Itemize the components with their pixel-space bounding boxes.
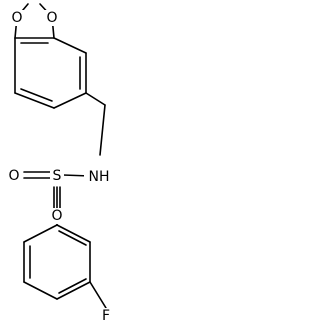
bond-ring-ch2 xyxy=(85,92,106,106)
bond-ring1-d xyxy=(53,92,87,109)
bond-ring1-e-double xyxy=(20,88,53,102)
oxygen-atom-sulfonyl-left: O xyxy=(8,168,19,184)
bond-ch2-n xyxy=(99,104,106,156)
nitrogen-atom: NH xyxy=(89,169,110,185)
bond-ring1-b xyxy=(53,37,87,54)
bond-c-f xyxy=(89,281,107,309)
fluorine-atom: F xyxy=(102,308,110,324)
oxygen-atom-top-right: O xyxy=(46,10,57,26)
bond-ring2-a xyxy=(56,224,91,243)
oxygen-atom-top-left: O xyxy=(11,10,22,26)
bond-ring2-c xyxy=(56,281,91,300)
bond-ring2-f xyxy=(23,224,58,243)
bond-ring2-c-double xyxy=(58,278,87,294)
sulfur-atom: S xyxy=(53,168,62,184)
bond-ring2-a-double xyxy=(58,230,87,246)
oxygen-atom-sulfonyl-bottom: O xyxy=(51,208,62,224)
bond-ring2-d xyxy=(23,281,58,300)
molecule-structure: O O NH S O O F xyxy=(6,3,114,324)
bond-ring1-e xyxy=(14,92,55,109)
